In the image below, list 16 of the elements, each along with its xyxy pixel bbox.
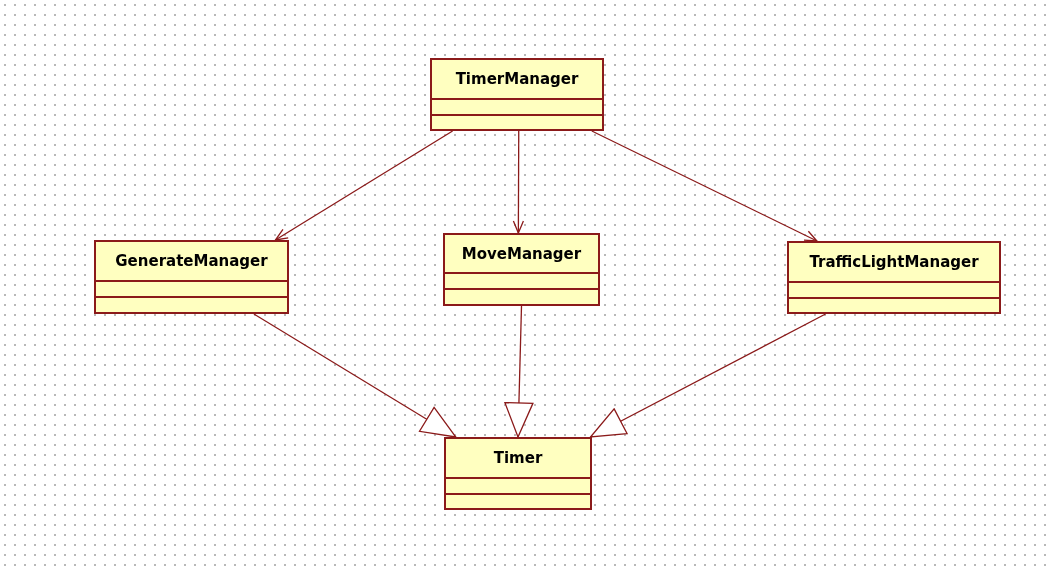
class-name: TrafficLightManager: [809, 253, 979, 271]
generalization-arrow: [504, 305, 534, 438]
class-box: [430, 58, 604, 131]
class-box: [787, 241, 1001, 314]
class-name: Timer: [493, 449, 543, 467]
association-arrow: [591, 130, 818, 242]
class-name: TimerManager: [455, 70, 579, 88]
class-name: GenerateManager: [115, 252, 268, 270]
generalization-arrow: [253, 313, 457, 438]
class-name: MoveManager: [461, 244, 582, 263]
association-arrow: [274, 130, 454, 241]
generalization-arrow: [589, 313, 827, 438]
association-arrow: [512, 130, 525, 234]
class-box: [94, 240, 289, 314]
class-box: [443, 233, 600, 306]
class-box: [444, 437, 592, 510]
